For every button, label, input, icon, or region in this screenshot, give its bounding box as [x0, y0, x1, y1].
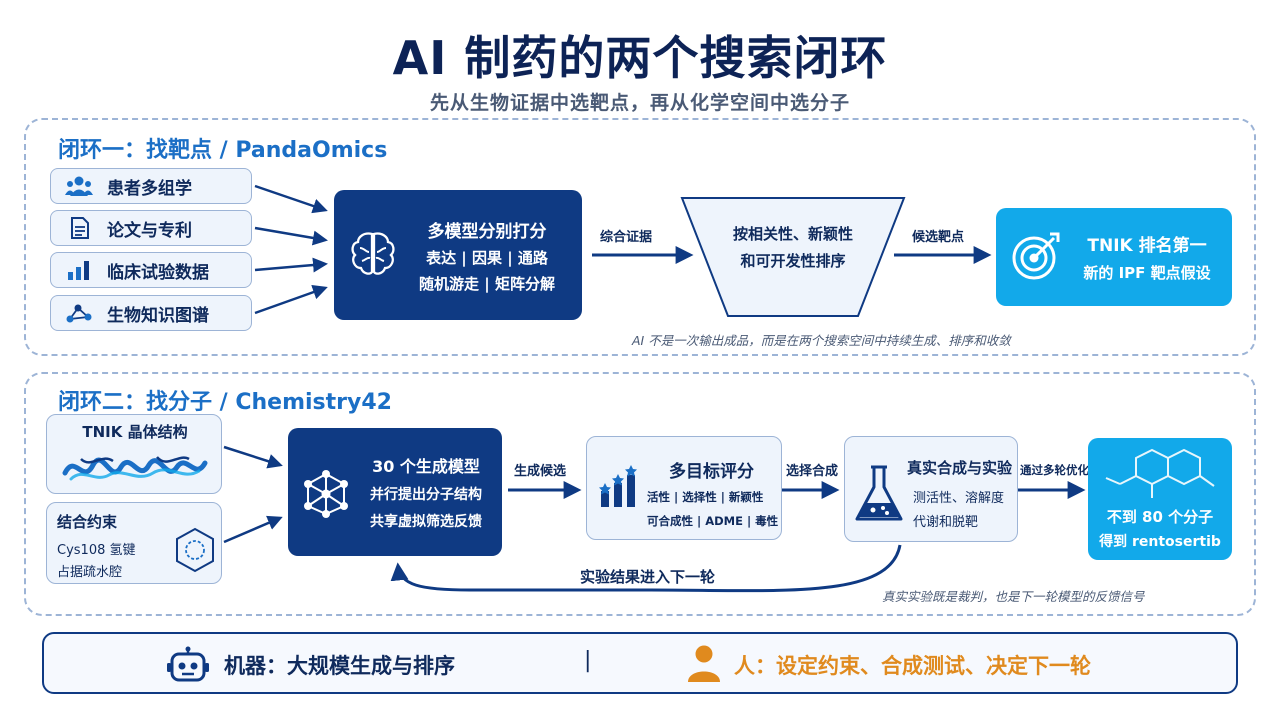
arrow-crystal — [223, 445, 283, 469]
loop2-note: 真实实验既是裁判，也是下一轮模型的反馈信号 — [882, 589, 1145, 604]
loop1-note: AI 不是一次输出成品，而是在两个搜索空间中持续生成、排序和收敛 — [632, 333, 1011, 348]
generative-models-box: 30 个生成模型 并行提出分子结构 共享虚拟筛选反馈 — [288, 428, 502, 556]
graph-network-icon — [66, 304, 92, 323]
ranking-funnel — [680, 197, 906, 317]
multi-objective-score-box: 多目标评分 活性 | 选择性 | 新颖性 可合成性 | ADME | 毒性 — [586, 436, 782, 540]
robot-icon — [167, 646, 209, 682]
document-icon — [71, 217, 89, 239]
score-box-line2: 可合成性 | ADME | 毒性 — [647, 514, 779, 528]
funnel-line2: 和可开发性排序 — [740, 252, 846, 270]
candidate-target-label: 候选靶点 — [912, 230, 965, 245]
people-icon — [65, 176, 93, 196]
molecule-structure-icon — [1105, 448, 1215, 498]
source-patient-omics: 患者多组学 — [50, 168, 252, 204]
feedback-label: 实验结果进入下一轮 — [580, 568, 716, 586]
binding-constraint-line2: 占据疏水腔 — [57, 565, 123, 580]
arrow-feedback — [390, 544, 902, 593]
lab-box-line1: 测活性、溶解度 — [913, 491, 1005, 506]
source-knowledge-graph: 生物知识图谱 — [50, 295, 252, 331]
loop2-title: 闭环二：找分子 / Chemistry42 — [58, 390, 392, 415]
gen-box-line2: 并行提出分子结构 — [370, 487, 482, 503]
source-label-2: 论文与专利 — [107, 220, 192, 241]
rentosertib-result-box: 不到 80 个分子 得到 rentosertib — [1088, 438, 1232, 560]
gen-box-line3: 共享虚拟筛选反馈 — [370, 514, 482, 530]
source-label-1: 患者多组学 — [107, 178, 192, 199]
lab-box-title: 真实合成与实验 — [907, 459, 1013, 477]
funnel-text: 按相关性、新颖性 和可开发性排序 — [710, 215, 876, 279]
arrow-source-4 — [254, 284, 328, 315]
real-synthesis-box: 真实合成与实验 测活性、溶解度 代谢和脱靶 — [844, 436, 1018, 542]
source-clinical-trials: 临床试验数据 — [50, 252, 252, 288]
funnel-line1: 按相关性、新颖性 — [732, 225, 853, 243]
binding-pocket-icon — [176, 527, 214, 573]
source-label-3: 临床试验数据 — [107, 262, 209, 283]
loop1-title: 闭环一：找靶点 / PandaOmics — [58, 138, 388, 163]
tnik-result-box: TNIK 排名第一 新的 IPF 靶点假设 — [996, 208, 1232, 306]
model-box-line3: 随机游走 | 矩阵分解 — [419, 274, 555, 293]
loop1-panel — [24, 118, 1256, 356]
rentosertib-line1: 不到 80 个分子 — [1106, 507, 1214, 526]
bottom-summary-bar: 机器：大规模生成与排序 | 人：设定约束、合成测试、决定下一轮 — [42, 632, 1238, 694]
arrow-source-3 — [254, 257, 328, 273]
optimize-arrow-label: 通过多轮优化 — [1020, 463, 1089, 477]
evidence-arrow-label: 综合证据 — [600, 230, 653, 245]
page-subtitle: 先从生物证据中选靶点，再从化学空间中选分子 — [429, 92, 850, 114]
multi-model-scoring-box: 多模型分别打分 表达 | 因果 | 通路 随机游走 | 矩阵分解 — [334, 190, 582, 320]
score-box-line1: 活性 | 选择性 | 新颖性 — [647, 490, 764, 504]
person-icon — [688, 645, 720, 682]
tnik-result-line2: 新的 IPF 靶点假设 — [1083, 264, 1211, 282]
binding-constraint-box: 结合约束 Cys108 氢键 占据疏水腔 — [46, 502, 222, 584]
gen-box-line1: 30 个生成模型 — [372, 457, 480, 476]
page-title: AI 制药的两个搜索闭环 — [392, 31, 888, 85]
crystal-structure-box: TNIK 晶体结构 — [46, 414, 222, 494]
source-papers-patents: 论文与专利 — [50, 210, 252, 246]
arrow-constraint — [223, 515, 283, 544]
model-box-line1: 多模型分别打分 — [427, 221, 547, 242]
human-role-text: 人：设定约束、合成测试、决定下一轮 — [734, 654, 1091, 678]
source-label-4: 生物知识图谱 — [107, 305, 209, 326]
molecule-network-icon — [304, 470, 348, 518]
machine-role-text: 机器：大规模生成与排序 — [224, 654, 455, 678]
score-box-title: 多目标评分 — [669, 462, 754, 482]
binding-constraint-title: 结合约束 — [57, 513, 118, 531]
bottom-divider: | — [584, 648, 592, 673]
brain-icon — [351, 232, 395, 275]
crystal-structure-label: TNIK 晶体结构 — [82, 423, 188, 441]
lab-box-line2: 代谢和脱靶 — [913, 515, 979, 530]
select-arrow-label: 选择合成 — [786, 464, 839, 479]
binding-constraint-line1: Cys108 氢键 — [57, 543, 136, 558]
arrow-source-1 — [254, 184, 328, 214]
ranking-bars-icon — [599, 465, 637, 507]
target-icon — [1012, 232, 1060, 280]
rentosertib-line2: 得到 rentosertib — [1099, 533, 1221, 550]
loop2-panel — [24, 372, 1256, 616]
arrow-source-2 — [254, 226, 328, 246]
protein-structure-icon — [62, 456, 208, 481]
model-box-line2: 表达 | 因果 | 通路 — [426, 248, 548, 267]
generate-arrow-label: 生成候选 — [514, 464, 567, 479]
bar-chart-icon — [68, 261, 89, 280]
flask-icon — [855, 465, 903, 521]
tnik-result-line1: TNIK 排名第一 — [1087, 236, 1207, 256]
